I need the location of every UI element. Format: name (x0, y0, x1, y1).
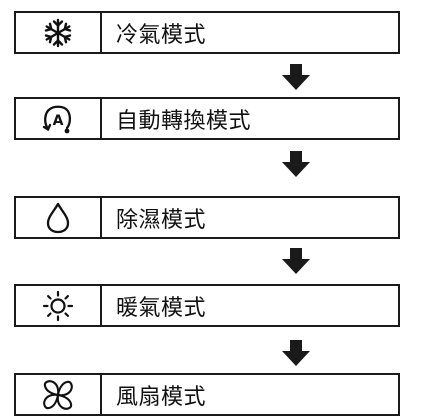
fan-icon (43, 379, 73, 410)
mode-icon-cell (16, 375, 102, 414)
mode-label-heat: 暖氣模式 (116, 295, 207, 321)
arrow-down-icon (282, 64, 310, 90)
arrow-down-icon (282, 151, 310, 177)
arrow-down-icon (282, 248, 310, 274)
auto-icon-letter: A (53, 113, 64, 129)
auto-mode-icon: A (42, 105, 72, 133)
mode-icon-cell: A (16, 99, 102, 138)
mode-icon-cell (16, 286, 102, 325)
droplet-icon (46, 202, 70, 233)
mode-label-cool: 冷氣模式 (116, 22, 207, 48)
sun-icon (42, 290, 74, 321)
mode-label-auto: 自動轉換模式 (116, 108, 252, 134)
mode-label-fan: 風扇模式 (116, 384, 207, 410)
mode-icon-cell (16, 13, 102, 52)
arrow-down-icon (282, 340, 310, 366)
mode-row-heat[interactable]: 暖氣模式 (14, 284, 400, 327)
mode-label-dry: 除濕模式 (116, 207, 207, 233)
mode-row-auto[interactable]: A 自動轉換模式 (14, 97, 400, 140)
snowflake-icon (44, 18, 72, 47)
mode-row-dry[interactable]: 除濕模式 (14, 196, 400, 239)
mode-icon-cell (16, 198, 102, 237)
mode-row-cool[interactable]: 冷氣模式 (14, 11, 400, 54)
mode-row-fan[interactable]: 風扇模式 (14, 373, 400, 416)
